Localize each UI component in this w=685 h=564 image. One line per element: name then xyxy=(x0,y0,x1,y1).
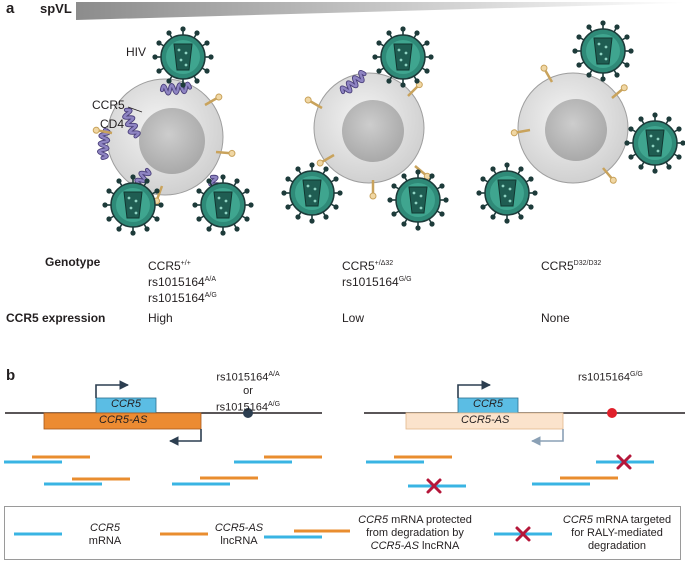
genotype-line: CCR5+/Δ32 xyxy=(342,259,394,273)
expression-col-2: Low xyxy=(342,311,365,325)
ccr5-label: CCR5 xyxy=(92,98,125,112)
left-snp-label: rs1015164A/A or rs1015164A/G xyxy=(216,371,281,414)
legend-item-targeted: CCR5 mRNA targeted for RALY-mediated deg… xyxy=(562,514,672,552)
genotype-line: rs1015164A/A xyxy=(148,275,217,289)
genotype-line: rs1015164A/G xyxy=(148,291,217,305)
degradation-cross-icon xyxy=(616,454,632,470)
ccr5-as-box-faded xyxy=(405,412,564,430)
sense-arrow xyxy=(457,380,491,398)
legend-item-mrna: CCR5 mRNA xyxy=(88,522,122,547)
cell-no-expression xyxy=(509,62,630,186)
hiv-label: HIV xyxy=(126,45,147,59)
ccr5-expression-header: CCR5 expression xyxy=(6,311,106,325)
left-ccr5-as-label: CCR5-AS xyxy=(99,414,148,426)
legend-item-lncrna: CCR5-AS lncRNA xyxy=(214,522,264,547)
spvl-gradient-wedge xyxy=(76,2,685,20)
expression-col-1: High xyxy=(148,311,173,325)
legend xyxy=(4,506,681,560)
genotype-col-3: CCR5D32/D32 xyxy=(541,257,601,273)
cd4-label: CD4 xyxy=(100,117,125,131)
antisense-arrow xyxy=(531,429,564,446)
right-snp-label: rs1015164G/G xyxy=(578,371,643,384)
left-ccr5-gene-label: CCR5 xyxy=(111,398,141,410)
antisense-arrow xyxy=(169,429,202,446)
left-transcripts xyxy=(4,455,322,486)
snp-marker-dark xyxy=(243,408,253,418)
panel-a-letter: a xyxy=(6,0,15,17)
right-ccr5-gene-label: CCR5 xyxy=(473,398,503,410)
panel-b-letter: b xyxy=(6,367,16,384)
degradation-cross-icon xyxy=(515,526,531,542)
left-locus xyxy=(5,380,322,446)
genotype-col-1: CCR5+/+ rs1015164A/A rs1015164A/G xyxy=(148,257,217,305)
snp-marker-red xyxy=(607,408,617,418)
sense-arrow xyxy=(95,380,129,398)
cell-high-expression xyxy=(91,78,237,205)
right-ccr5-as-label: CCR5-AS xyxy=(461,414,510,426)
cell-low-expression xyxy=(302,71,433,201)
legend-item-protected: CCR5 mRNA protected from degradation by … xyxy=(358,514,472,552)
genotype-line: rs1015164G/G xyxy=(342,275,412,289)
right-locus xyxy=(364,380,685,446)
right-transcripts xyxy=(366,455,654,488)
expression-col-3: None xyxy=(541,311,570,325)
genotype-header: Genotype xyxy=(45,255,101,269)
degradation-cross-icon xyxy=(426,478,442,494)
ccr5-as-box xyxy=(43,412,202,430)
genotype-line: CCR5+/+ xyxy=(148,259,191,273)
spvl-label: spVL xyxy=(40,1,72,16)
genotype-line: CCR5D32/D32 xyxy=(541,259,602,273)
genotype-col-2: CCR5+/Δ32 rs1015164G/G xyxy=(342,257,412,289)
